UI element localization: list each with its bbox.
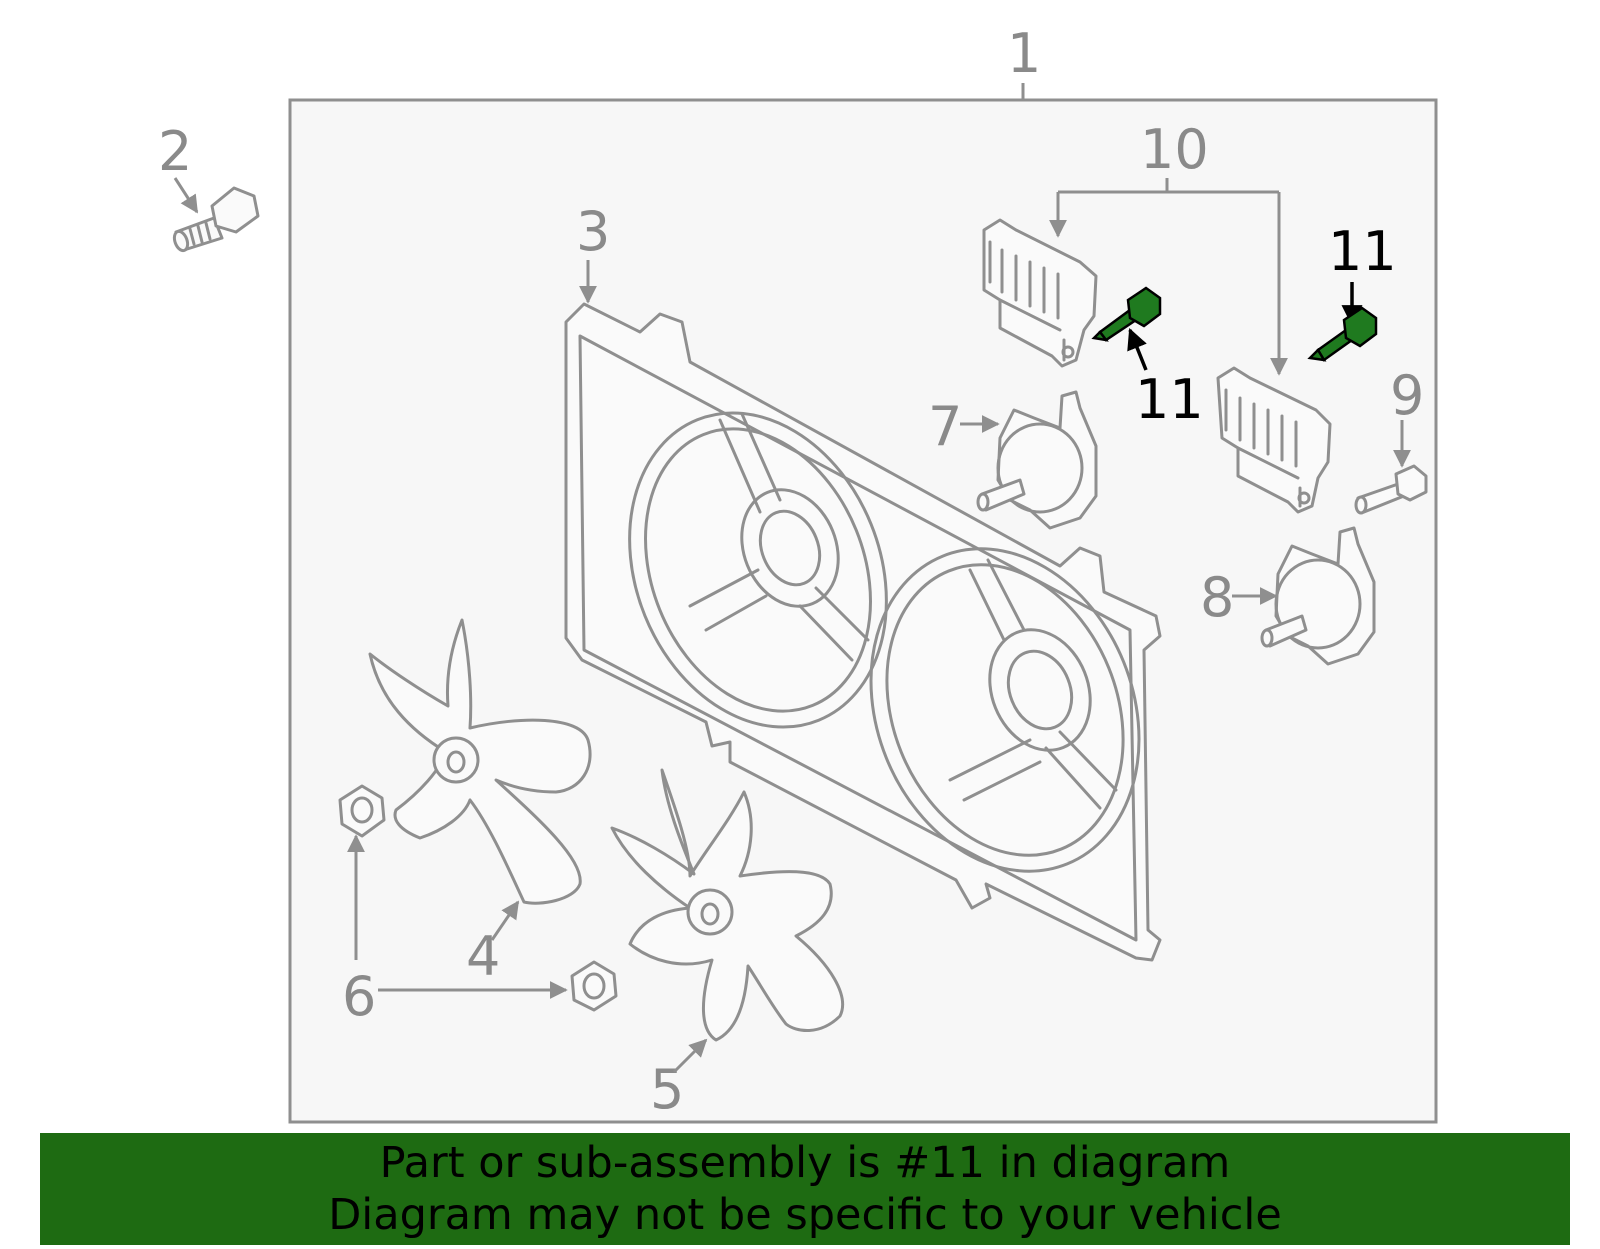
bolt-part-11-right	[1307, 306, 1378, 362]
notice-line-disclaimer: Diagram may not be specific to your vehi…	[328, 1190, 1282, 1240]
nut-part-6-upper	[338, 784, 386, 838]
nut-part-6-lower	[570, 960, 618, 1012]
fan-blade-part-5	[610, 768, 845, 1042]
controller-module-part-10-right	[1216, 366, 1332, 514]
fan-motor-part-8	[1260, 526, 1376, 666]
callout-6: 6	[342, 965, 376, 1028]
callout-11-left: 11	[1135, 368, 1204, 431]
callout-10: 10	[1140, 118, 1209, 181]
callout-3: 3	[576, 200, 610, 263]
callout-7: 7	[928, 395, 962, 458]
bolt-part-9	[1354, 464, 1428, 515]
callout-8: 8	[1200, 566, 1234, 629]
callout-11-right: 11	[1328, 220, 1397, 283]
controller-module-part-10-left	[982, 218, 1098, 368]
fan-motor-part-7	[976, 390, 1098, 530]
bolt-part-2	[172, 186, 260, 253]
fan-shroud-part-3	[564, 302, 1162, 962]
bolt-part-11-left	[1091, 286, 1162, 342]
callout-1: 1	[1007, 22, 1041, 85]
callout-2: 2	[158, 120, 192, 183]
notice-banner: Part or sub-assembly is #11 in diagram D…	[40, 1133, 1570, 1245]
fan-blade-part-4	[368, 618, 592, 905]
callout-9: 9	[1390, 364, 1424, 427]
notice-line-part: Part or sub-assembly is #11 in diagram	[379, 1138, 1231, 1188]
